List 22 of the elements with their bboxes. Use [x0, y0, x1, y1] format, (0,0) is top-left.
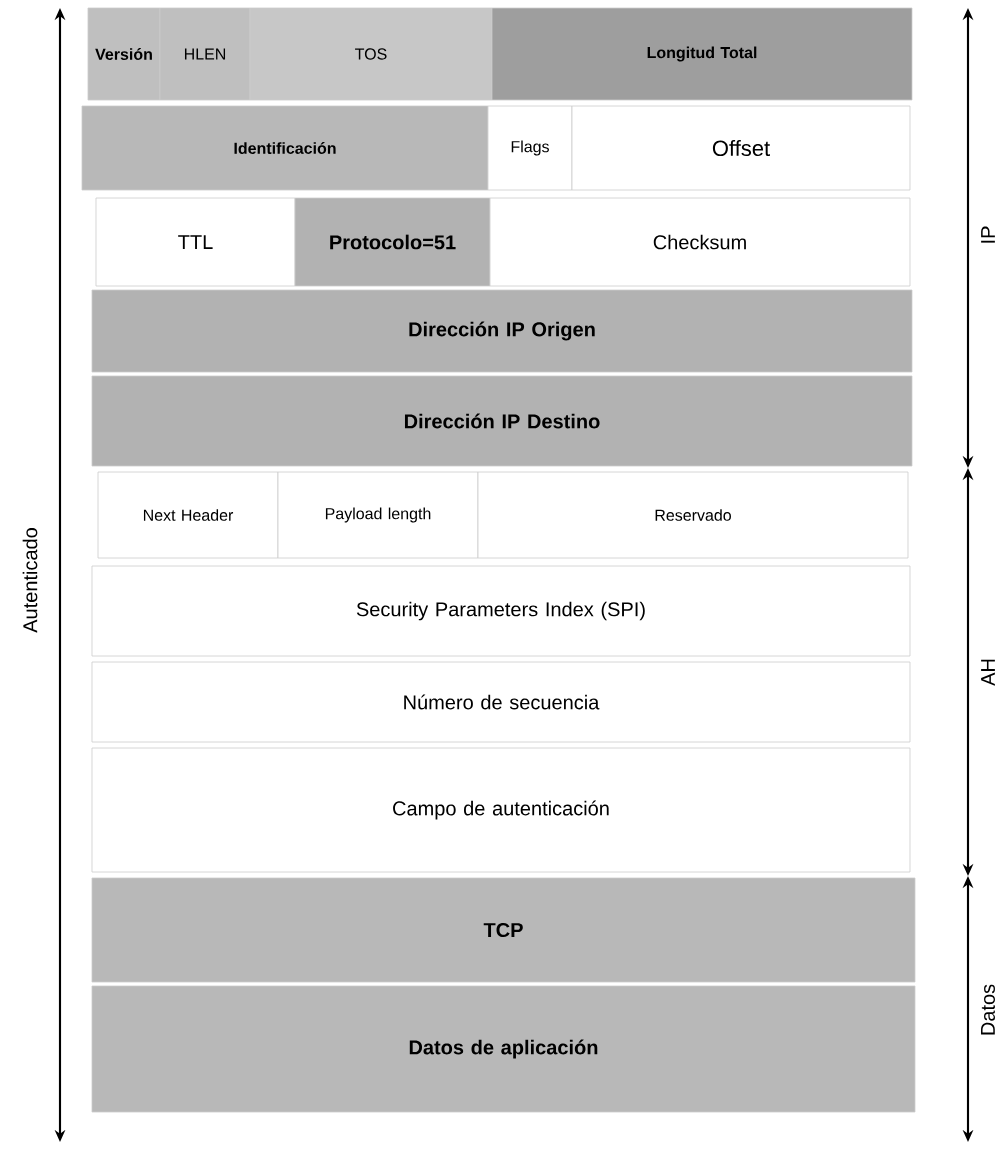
header-field: TOS — [249, 7, 493, 101]
header-field: Versión — [87, 7, 161, 101]
header-field: Longitud Total — [491, 7, 913, 101]
header-field: Dirección IP Origen — [91, 289, 913, 373]
header-field: Dirección IP Destino — [91, 375, 913, 467]
header-field: Flags — [487, 105, 573, 191]
header-field: Next Header — [97, 471, 279, 559]
header-field: HLEN — [159, 7, 251, 101]
header-field: Datos de aplicación — [91, 985, 916, 1113]
header-field: Checksum — [489, 197, 911, 287]
header-field: Identificación — [81, 105, 489, 191]
header-field: Campo de autenticación — [91, 747, 911, 873]
header-field: TTL — [95, 197, 296, 287]
header-field: Número de secuencia — [91, 661, 911, 743]
header-field: Protocolo=51 — [294, 197, 491, 287]
header-field: TCP — [91, 877, 916, 983]
section-label: Datos — [981, 984, 995, 1035]
section-label: IP — [981, 226, 995, 243]
section-label: Autenticado — [22, 528, 38, 633]
section-label: AH — [981, 659, 995, 686]
header-field: Security Parameters Index (SPI) — [91, 565, 911, 657]
header-field: Payload length — [277, 471, 479, 559]
